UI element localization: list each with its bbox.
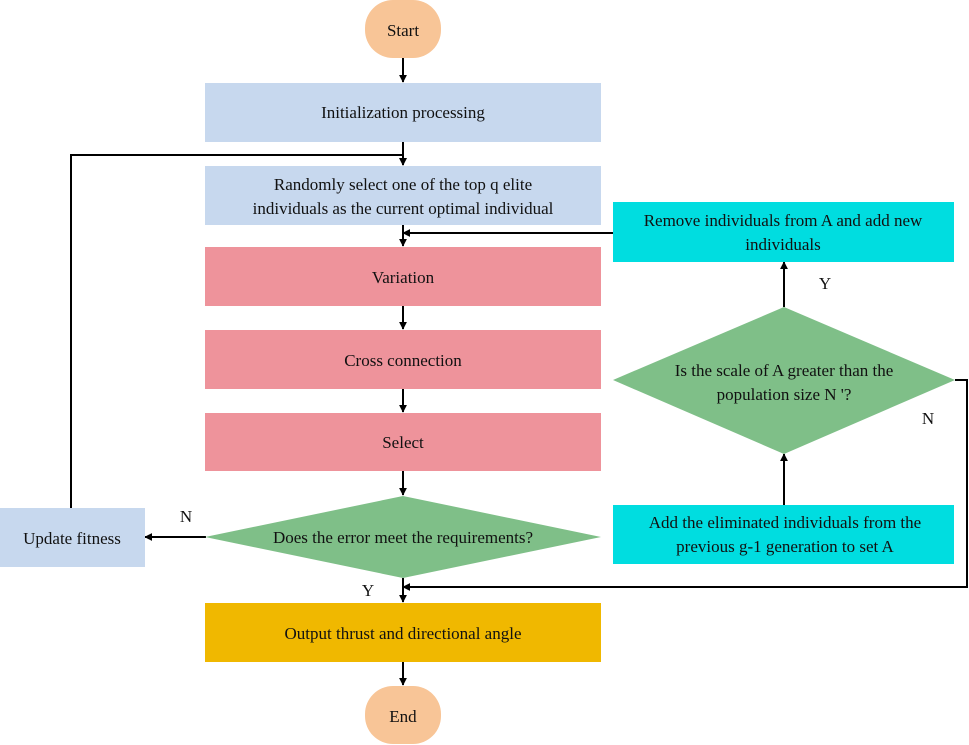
- arrow-update-fitness-loop-back: [70, 154, 407, 508]
- remove-add-node: Remove individuals from A and add new in…: [613, 202, 954, 262]
- output-label: Output thrust and directional angle: [285, 624, 522, 643]
- update-fitness-process-shape: [0, 508, 145, 567]
- init-label: Initialization processing: [321, 103, 485, 122]
- arrow-scale-decision-no-to-output: [402, 379, 968, 591]
- output-node: Output thrust and directional angle: [205, 603, 601, 662]
- add-eliminated-label-line-1: Add the eliminated individuals from the: [649, 513, 921, 532]
- cross-label: Cross connection: [344, 351, 462, 370]
- error-decision-label: Does the error meet the requirements?: [273, 528, 533, 547]
- add-eliminated-label-line-2: previous g-1 generation to set A: [676, 537, 894, 556]
- select-node: Select: [205, 413, 601, 471]
- remove-add-label-line-2: individuals: [745, 235, 821, 254]
- error-yes-label: Y: [362, 581, 374, 600]
- variation-label: Variation: [372, 268, 435, 287]
- end-label: End: [389, 707, 417, 726]
- cross-node: Cross connection: [205, 330, 601, 389]
- variation-node: Variation: [205, 247, 601, 306]
- update-fitness-label: Update fitness: [23, 529, 121, 548]
- random-select-node: Randomly select one of the top q elite i…: [205, 166, 601, 225]
- start-node: Start: [365, 0, 441, 58]
- edge-labels: N Y Y N: [180, 274, 934, 600]
- variation-process-shape: [205, 247, 601, 306]
- cross-process-shape: [205, 330, 601, 389]
- random-select-label-line-2: individuals as the current optimal indiv…: [253, 199, 554, 218]
- start-terminal-shape: [365, 0, 441, 58]
- select-label: Select: [382, 433, 424, 452]
- scale-yes-label: Y: [819, 274, 831, 293]
- connectors: [70, 58, 968, 686]
- random-select-label-line-1: Randomly select one of the top q elite: [274, 175, 532, 194]
- random-select-process-shape: [205, 166, 601, 225]
- remove-add-label-line-1: Remove individuals from A and add new: [644, 211, 923, 230]
- scale-decision-label-line-2: population size N '?: [717, 385, 852, 404]
- init-process-shape: [205, 83, 601, 142]
- error-decision-diamond: [205, 496, 601, 578]
- add-eliminated-node: Add the eliminated individuals from the …: [613, 505, 954, 564]
- remove-add-process-shape: [613, 202, 954, 262]
- add-eliminated-process-shape: [613, 505, 954, 564]
- error-no-label: N: [180, 507, 192, 526]
- error-decision-node: Does the error meet the requirements?: [205, 496, 601, 578]
- end-node: End: [365, 686, 441, 744]
- init-node: Initialization processing: [205, 83, 601, 142]
- scale-no-label: N: [922, 409, 934, 428]
- scale-decision-label-line-1: Is the scale of A greater than the: [675, 361, 894, 380]
- select-process-shape: [205, 413, 601, 471]
- end-terminal-shape: [365, 686, 441, 744]
- scale-decision-node: Is the scale of A greater than the popul…: [613, 307, 955, 454]
- start-label: Start: [387, 21, 419, 40]
- output-process-shape: [205, 603, 601, 662]
- scale-decision-diamond: [613, 307, 955, 454]
- update-fitness-node: Update fitness: [0, 508, 145, 567]
